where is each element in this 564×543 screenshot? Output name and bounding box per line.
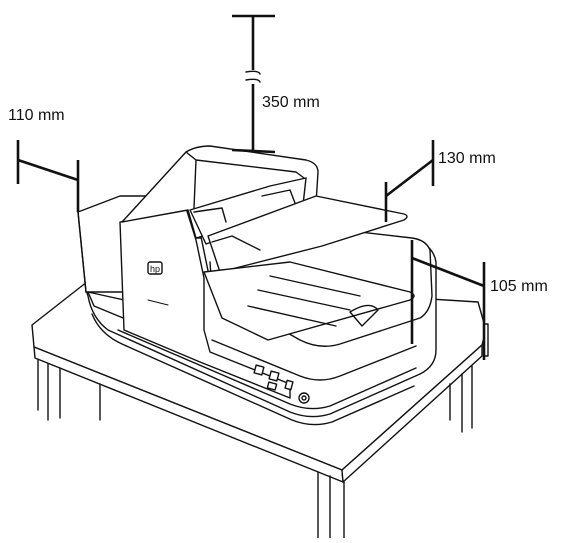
dimension-left: 110 mm [8,107,80,212]
dimension-right-label: 105 mm [490,278,548,295]
dimension-right: 105 mm [410,240,548,360]
dimension-top-label: 350 mm [262,94,320,111]
paper-tray [207,195,408,273]
panel-button-4 [284,379,294,391]
hp-logo [147,261,163,275]
adf-column [119,207,291,399]
dimension-left-label: 110 mm [8,107,65,124]
table-legs [37,359,473,539]
table-right-edge [341,344,483,483]
hp-logo-text: hp [150,264,160,274]
dimension-top: 350 mm [231,14,320,154]
dimension-rear-label: 130 mm [438,150,496,167]
panel-button-1 [253,364,265,376]
scanner: hp [77,145,489,426]
power-button-icon [298,392,310,404]
dimension-rear: 130 mm [384,140,496,222]
control-panel [253,364,310,404]
panel-button-3 [266,381,278,391]
panel-button-2 [268,370,280,382]
